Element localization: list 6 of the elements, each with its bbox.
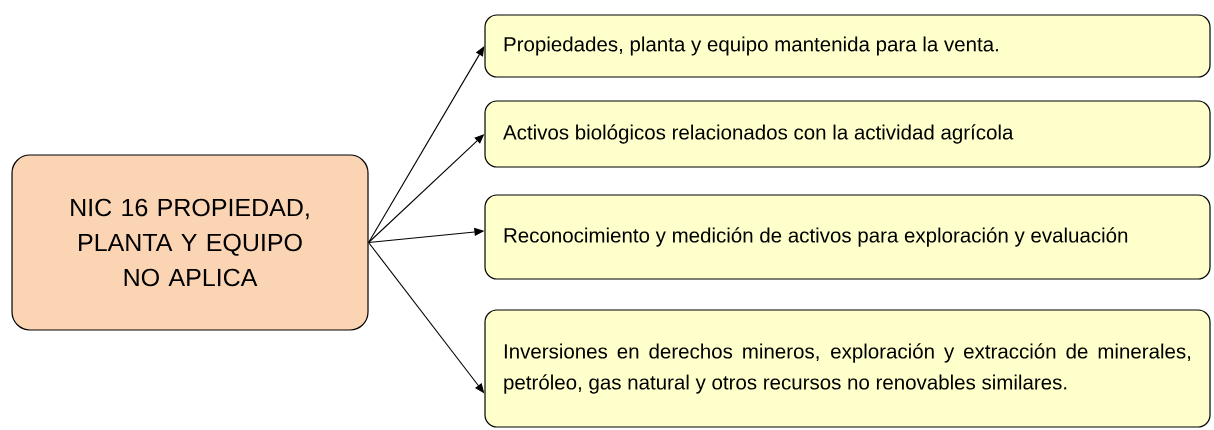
arrow: [368, 46, 485, 244]
topic-box: NIC 16 PROPIEDAD, PLANTA Y EQUIPO NO APLICA: [11, 154, 369, 331]
item-box: Propiedades, planta y equipo mantenida para la venta.: [484, 14, 1211, 78]
item-box: Activos biológicos relacionados con la actividad agrícola: [484, 100, 1211, 168]
item-box: Inversiones en derechos mineros, exploración y extracción de minerales, petróleo, gas natural y otros recursos no renovables similares.: [484, 309, 1211, 428]
item-box: Reconocimiento y medición de activos para exploración y evaluación: [484, 194, 1211, 280]
